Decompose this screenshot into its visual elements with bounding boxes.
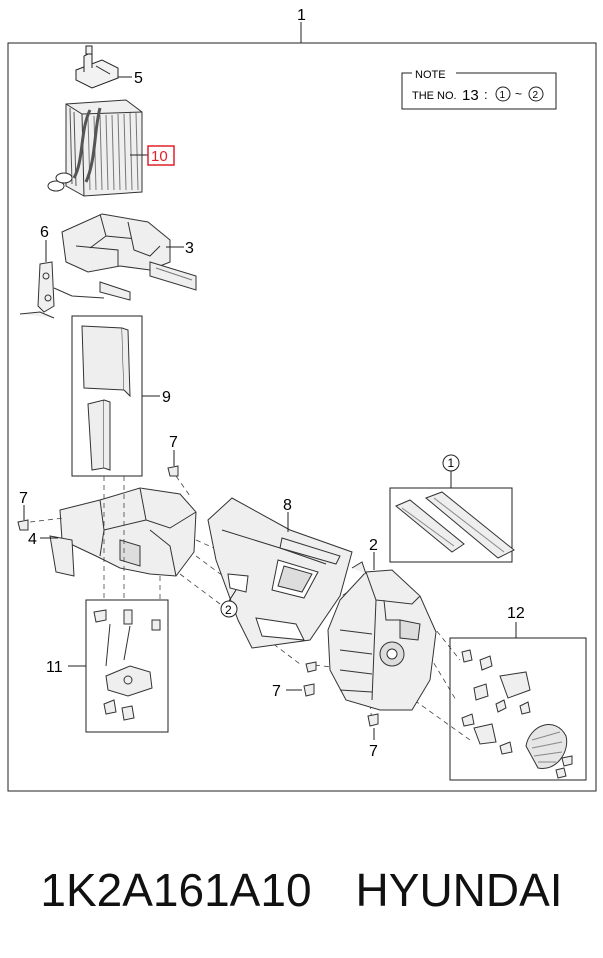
callout-4: 4: [28, 531, 37, 548]
part-number: 1K2A161A10: [40, 864, 312, 916]
callout-7-d: 7: [369, 743, 378, 760]
callout-10-highlight: [147, 145, 175, 166]
note-prefix: THE NO.: [412, 90, 457, 102]
seal-parts: [395, 491, 515, 559]
callout-12: 12: [507, 605, 525, 622]
assembly-callout: 1: [297, 7, 306, 24]
callout-7-c: 7: [272, 683, 281, 700]
gear-frame: [449, 637, 587, 781]
circled-ref-1: [442, 454, 460, 472]
note-from: 1: [500, 90, 506, 101]
callout-11: 11: [46, 659, 63, 676]
callout-7-a: 7: [169, 434, 178, 451]
note-title: NOTE: [415, 69, 446, 81]
clip-bracket-part: [75, 45, 119, 89]
linkage-part-6: [19, 261, 105, 319]
callout-9: 9: [162, 389, 171, 406]
part-caption: 1K2A161A10 HYUNDAI: [0, 845, 603, 935]
callout-2-circled: 2: [225, 603, 232, 617]
callout-2: 2: [369, 537, 378, 554]
callout-3: 3: [185, 240, 194, 257]
lower-housing-part: [49, 487, 197, 577]
filter-part: [81, 325, 131, 471]
note-box: NOTE THE NO. 13 : 1 ~ 2: [401, 68, 557, 110]
heater-core-part: [47, 99, 143, 197]
upper-housing-part: [61, 213, 197, 301]
callout-1-circled: 1: [448, 456, 455, 470]
callout-5: 5: [134, 70, 143, 87]
callout-10: 10: [151, 148, 168, 165]
note-number: 13: [462, 87, 479, 104]
cover-plate-part: [207, 497, 353, 649]
actuator-part: [93, 609, 161, 721]
callout-8: 8: [283, 497, 292, 514]
main-housing-part: [327, 561, 437, 711]
callout-7-b: 7: [19, 490, 28, 507]
parts-diagram: 1 NOTE THE NO. 13 : 1 ~ 2 5 10: [7, 7, 597, 792]
note-colon: :: [484, 87, 488, 102]
diagram-frame: [7, 42, 597, 792]
note-tilde: ~: [515, 87, 522, 101]
note-to: 2: [533, 90, 539, 101]
gear-parts: [461, 649, 573, 779]
callout-6: 6: [40, 224, 49, 241]
brand-name: HYUNDAI: [355, 864, 563, 916]
